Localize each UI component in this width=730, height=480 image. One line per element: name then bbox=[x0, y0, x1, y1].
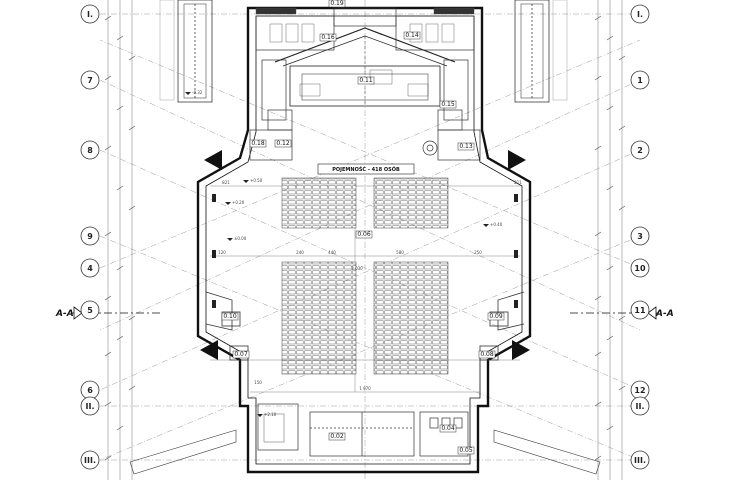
room-label-0-15: 0.15 bbox=[441, 101, 455, 108]
dimension-label: 2 030 bbox=[351, 266, 363, 271]
grid-bubble-label: 3 bbox=[637, 232, 643, 241]
seating-block-bottom-right bbox=[373, 261, 449, 375]
room-label-0-14: 0.14 bbox=[405, 32, 419, 39]
grid-bubble-right-2: 2 bbox=[630, 140, 650, 160]
dimension-label: 250 bbox=[474, 250, 482, 255]
grid-bubble-left-5: 5 bbox=[80, 300, 100, 320]
dimension-label: 440 bbox=[328, 250, 336, 255]
room-labels: 0.19 0.16 0.14 0.11 0.15 0.18 0.12 0.13 0.06 0.10… bbox=[221, 0, 505, 455]
seating-block-top-right bbox=[373, 177, 449, 229]
grid-bubble-label: 10 bbox=[634, 264, 646, 273]
grid-bubble-label: I. bbox=[637, 10, 643, 19]
room-label-0-13: 0.13 bbox=[459, 143, 473, 150]
grid-bubble-label: 5 bbox=[87, 306, 93, 315]
grid-bubble-left-9: 9 bbox=[80, 226, 100, 246]
section-mark-left: A-A bbox=[55, 309, 74, 319]
room-label-0-04: 0.04 bbox=[441, 425, 455, 432]
room-label-0-08: 0.08 bbox=[480, 351, 494, 358]
pilasters bbox=[212, 194, 518, 308]
dimension-ticks bbox=[104, 15, 626, 461]
dimension-label: 821 bbox=[222, 180, 230, 185]
elevation-label: -0.32 bbox=[192, 90, 203, 95]
room-label-0-05: 0.05 bbox=[459, 447, 473, 454]
room-label-0-06: 0.06 bbox=[357, 231, 371, 238]
grid-bubble-right-1: 1 bbox=[630, 70, 650, 90]
capacity-label: POJEMNOŚĆ - 418 OSÓB bbox=[332, 166, 400, 173]
grid-bubble-right-I: I. bbox=[630, 4, 650, 24]
dimension-label: 580 bbox=[396, 250, 404, 255]
grid-bubble-left-4: 4 bbox=[80, 258, 100, 278]
elevation-label: +2.10 bbox=[264, 412, 277, 417]
elevation-label: +0.20 bbox=[232, 200, 245, 205]
room-label-0-16: 0.16 bbox=[321, 34, 335, 41]
furniture-upper bbox=[255, 7, 475, 97]
grid-axis-lines bbox=[99, 0, 641, 480]
grid-bubble-left-III: III. bbox=[80, 450, 100, 470]
grid-bubble-label: 4 bbox=[87, 264, 93, 273]
grid-bubble-right-12: 12 bbox=[630, 380, 650, 400]
grid-bubble-label: 8 bbox=[87, 146, 93, 155]
room-label-0-12: 0.12 bbox=[276, 140, 290, 147]
room-label-0-10: 0.10 bbox=[223, 313, 237, 320]
grid-bubble-label: 7 bbox=[87, 76, 93, 85]
room-label-0-19: 0.19 bbox=[330, 0, 344, 7]
room-label-0-09: 0.09 bbox=[489, 313, 503, 320]
grid-bubble-left-8: 8 bbox=[80, 140, 100, 160]
grid-bubble-label: 1 bbox=[637, 76, 643, 85]
grid-bubble-right-III: III. bbox=[630, 450, 650, 470]
room-label-0-11: 0.11 bbox=[359, 77, 373, 84]
section-lines bbox=[72, 306, 658, 320]
room-label-0-07: 0.07 bbox=[234, 351, 248, 358]
room-label-0-18: 0.18 bbox=[251, 140, 265, 147]
dimension-label: 150 bbox=[254, 380, 262, 385]
bottom-stairs bbox=[129, 429, 601, 475]
capacity-label-box bbox=[317, 163, 415, 175]
grid-bubble-label: 6 bbox=[87, 386, 93, 395]
grid-bubble-right-3: 3 bbox=[630, 226, 650, 246]
grid-bubble-label: 9 bbox=[87, 232, 93, 241]
entrance-rooms bbox=[257, 403, 469, 457]
dimension-label: 1 970 bbox=[359, 386, 371, 391]
elevation-label: ±0.00 bbox=[234, 236, 247, 241]
grid-bubble-label: II. bbox=[86, 402, 95, 411]
grid-bubble-label: 12 bbox=[634, 386, 645, 395]
building-walls bbox=[196, 6, 532, 474]
dimension-label: 120 bbox=[218, 250, 226, 255]
grid-bubble-label: I. bbox=[87, 10, 93, 19]
grid-bubble-right-11: 11 bbox=[630, 300, 650, 320]
side-ramps bbox=[159, 0, 568, 103]
grid-bubble-label: III. bbox=[634, 456, 646, 465]
seating-blocks bbox=[281, 177, 449, 375]
grid-bubble-left-6: 6 bbox=[80, 380, 100, 400]
seating-block-top-left bbox=[281, 177, 357, 229]
elevation-label: +0.50 bbox=[250, 178, 263, 183]
direction-markers bbox=[200, 150, 530, 360]
grid-bubble-left-II: II. bbox=[80, 396, 100, 416]
grid-bubble-label: 2 bbox=[637, 146, 643, 155]
dimension-labels: 821 211 240 440 580 1 970 120 250 2 030 150 bbox=[218, 180, 522, 391]
dimension-lines bbox=[107, 0, 623, 480]
section-mark-right: A-A bbox=[655, 309, 674, 319]
dimension-label: 240 bbox=[296, 250, 304, 255]
grid-bubble-right-10: 10 bbox=[630, 258, 650, 278]
grid-bubble-label: II. bbox=[636, 402, 645, 411]
grid-bubble-right-II: II. bbox=[630, 396, 650, 416]
grid-bubble-left-I: I. bbox=[80, 4, 100, 24]
room-label-0-02: 0.02 bbox=[330, 433, 344, 440]
grid-bubble-label: III. bbox=[84, 456, 96, 465]
elevation-label: +0.40 bbox=[490, 222, 503, 227]
grid-bubble-label: 11 bbox=[634, 306, 646, 315]
grid-bubble-left-7: 7 bbox=[80, 70, 100, 90]
seating-block-bottom-left bbox=[281, 261, 357, 375]
dimension-label: 211 bbox=[514, 180, 522, 185]
elevation-labels: ±0.00 +0.20 +0.50 +0.40 -0.32 +2.10 bbox=[185, 90, 503, 417]
